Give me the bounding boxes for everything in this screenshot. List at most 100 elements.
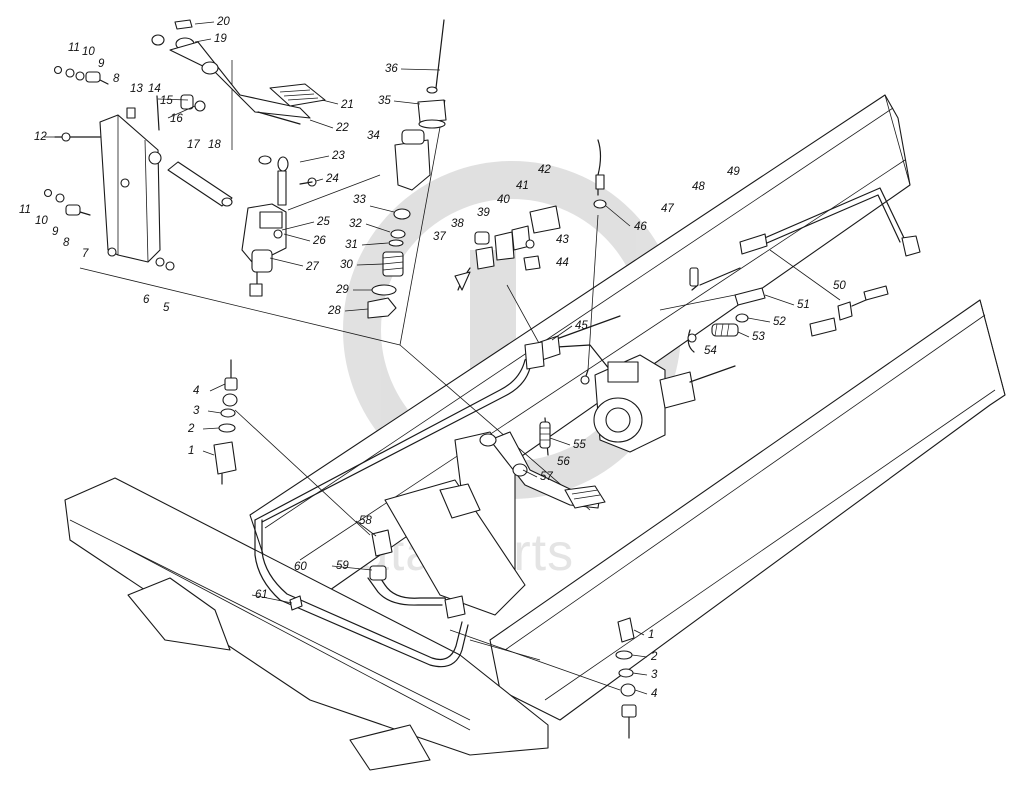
nut-44 [523, 255, 541, 271]
brake-tube-lower [254, 519, 469, 668]
dipstick-36 [435, 19, 445, 89]
callout-50: 50 [833, 280, 846, 292]
callout-7: 7 [82, 248, 89, 260]
fitting-4-right [620, 683, 636, 697]
fitting-42 [529, 205, 561, 234]
callout-8: 8 [113, 73, 120, 85]
nut-26 [273, 229, 283, 239]
body-39-40 [494, 231, 515, 261]
callout-51: 51 [797, 299, 810, 311]
callout-labels: 20 19 11 10 9 8 13 14 15 16 12 17 18 21 … [19, 16, 846, 700]
callout-1b: 1 [648, 629, 654, 641]
reservoir-stack [367, 19, 447, 319]
callout-9: 9 [98, 58, 105, 70]
valve-fittings [454, 205, 561, 291]
callout-6: 6 [143, 294, 150, 306]
callout-44: 44 [556, 257, 569, 269]
callout-8b: 8 [63, 237, 70, 249]
sensor-stack-right [615, 617, 637, 739]
callout-26: 26 [312, 235, 326, 247]
callout-11: 11 [68, 42, 80, 54]
callout-32: 32 [349, 218, 362, 230]
washer-6 [155, 257, 165, 267]
reservoir-body-34 [394, 139, 431, 191]
callout-60: 60 [294, 561, 307, 573]
callout-47: 47 [661, 203, 674, 215]
pedal-shaft-17 [167, 161, 233, 207]
callout-17: 17 [187, 139, 200, 151]
tube-59 [374, 569, 451, 613]
pushrod [277, 170, 287, 206]
bolt-11-lower [43, 188, 53, 198]
nut-28 [367, 297, 397, 319]
callout-14: 14 [148, 83, 161, 95]
callout-55: 55 [573, 439, 586, 451]
assembly-lines [79, 60, 841, 691]
callout-45: 45 [575, 320, 588, 332]
callout-5: 5 [163, 302, 170, 314]
callout-48: 48 [692, 181, 705, 193]
callout-3: 3 [193, 405, 200, 417]
callout-49: 49 [727, 166, 740, 178]
washer-32 [390, 229, 406, 239]
callout-27: 27 [305, 261, 319, 273]
lower-pedal-assembly [384, 431, 606, 616]
pedal-bracket-assembly [43, 65, 233, 271]
callout-18: 18 [208, 139, 221, 151]
callout-29: 29 [335, 284, 349, 296]
callout-40: 40 [497, 194, 510, 206]
callout-39: 39 [477, 207, 490, 219]
callout-1: 1 [188, 445, 194, 457]
washer-3-left [220, 408, 236, 418]
brake-tube-diagonal [254, 351, 536, 521]
callout-4: 4 [193, 385, 199, 397]
callout-59: 59 [336, 560, 349, 572]
callout-24: 24 [325, 173, 339, 185]
washer-16 [194, 100, 206, 112]
callout-61: 61 [255, 589, 268, 601]
callout-leaders [44, 21, 795, 695]
return-spring-56 [539, 417, 551, 456]
sensor-stack-left [213, 359, 238, 485]
callout-52: 52 [773, 316, 786, 328]
cap-35 [417, 99, 447, 123]
callout-34: 34 [367, 130, 380, 142]
clutch-booster [524, 287, 766, 453]
callout-16: 16 [170, 113, 183, 125]
lower-master-cylinder [439, 483, 481, 519]
washer-2-left [218, 423, 236, 433]
callout-12: 12 [34, 131, 47, 143]
pedal-mount-plate [384, 479, 526, 616]
callout-31: 31 [345, 239, 358, 251]
callout-56: 56 [557, 456, 570, 468]
callout-37: 37 [433, 231, 446, 243]
nut-5 [165, 261, 175, 271]
callout-25: 25 [316, 216, 330, 228]
callout-46: 46 [634, 221, 647, 233]
clevis-top [277, 156, 289, 172]
callout-2: 2 [187, 423, 195, 435]
fitting-59 [369, 565, 387, 581]
spring-53 [711, 323, 739, 337]
callout-9b: 9 [52, 226, 59, 238]
washer-2-right [615, 650, 633, 660]
right-fittings [593, 174, 921, 337]
callout-23: 23 [331, 150, 345, 162]
bolt-12 [61, 132, 71, 142]
fitting-49 [739, 233, 768, 255]
sensor-1-right [617, 617, 635, 643]
right-tube-end [901, 235, 921, 257]
washer-52 [735, 313, 749, 323]
callout-35: 35 [378, 95, 391, 107]
bushing-15 [180, 94, 194, 110]
front-connectors [289, 529, 466, 619]
fitting-46 [593, 199, 607, 209]
callout-21: 21 [340, 99, 354, 111]
callout-53: 53 [752, 331, 765, 343]
fitting-37 [475, 246, 495, 270]
pedal-arm-18 [169, 41, 311, 119]
bolt-11-upper [53, 65, 63, 75]
callout-42: 42 [538, 164, 551, 176]
callout-57: 57 [540, 471, 553, 483]
washer-3-right [618, 668, 634, 678]
